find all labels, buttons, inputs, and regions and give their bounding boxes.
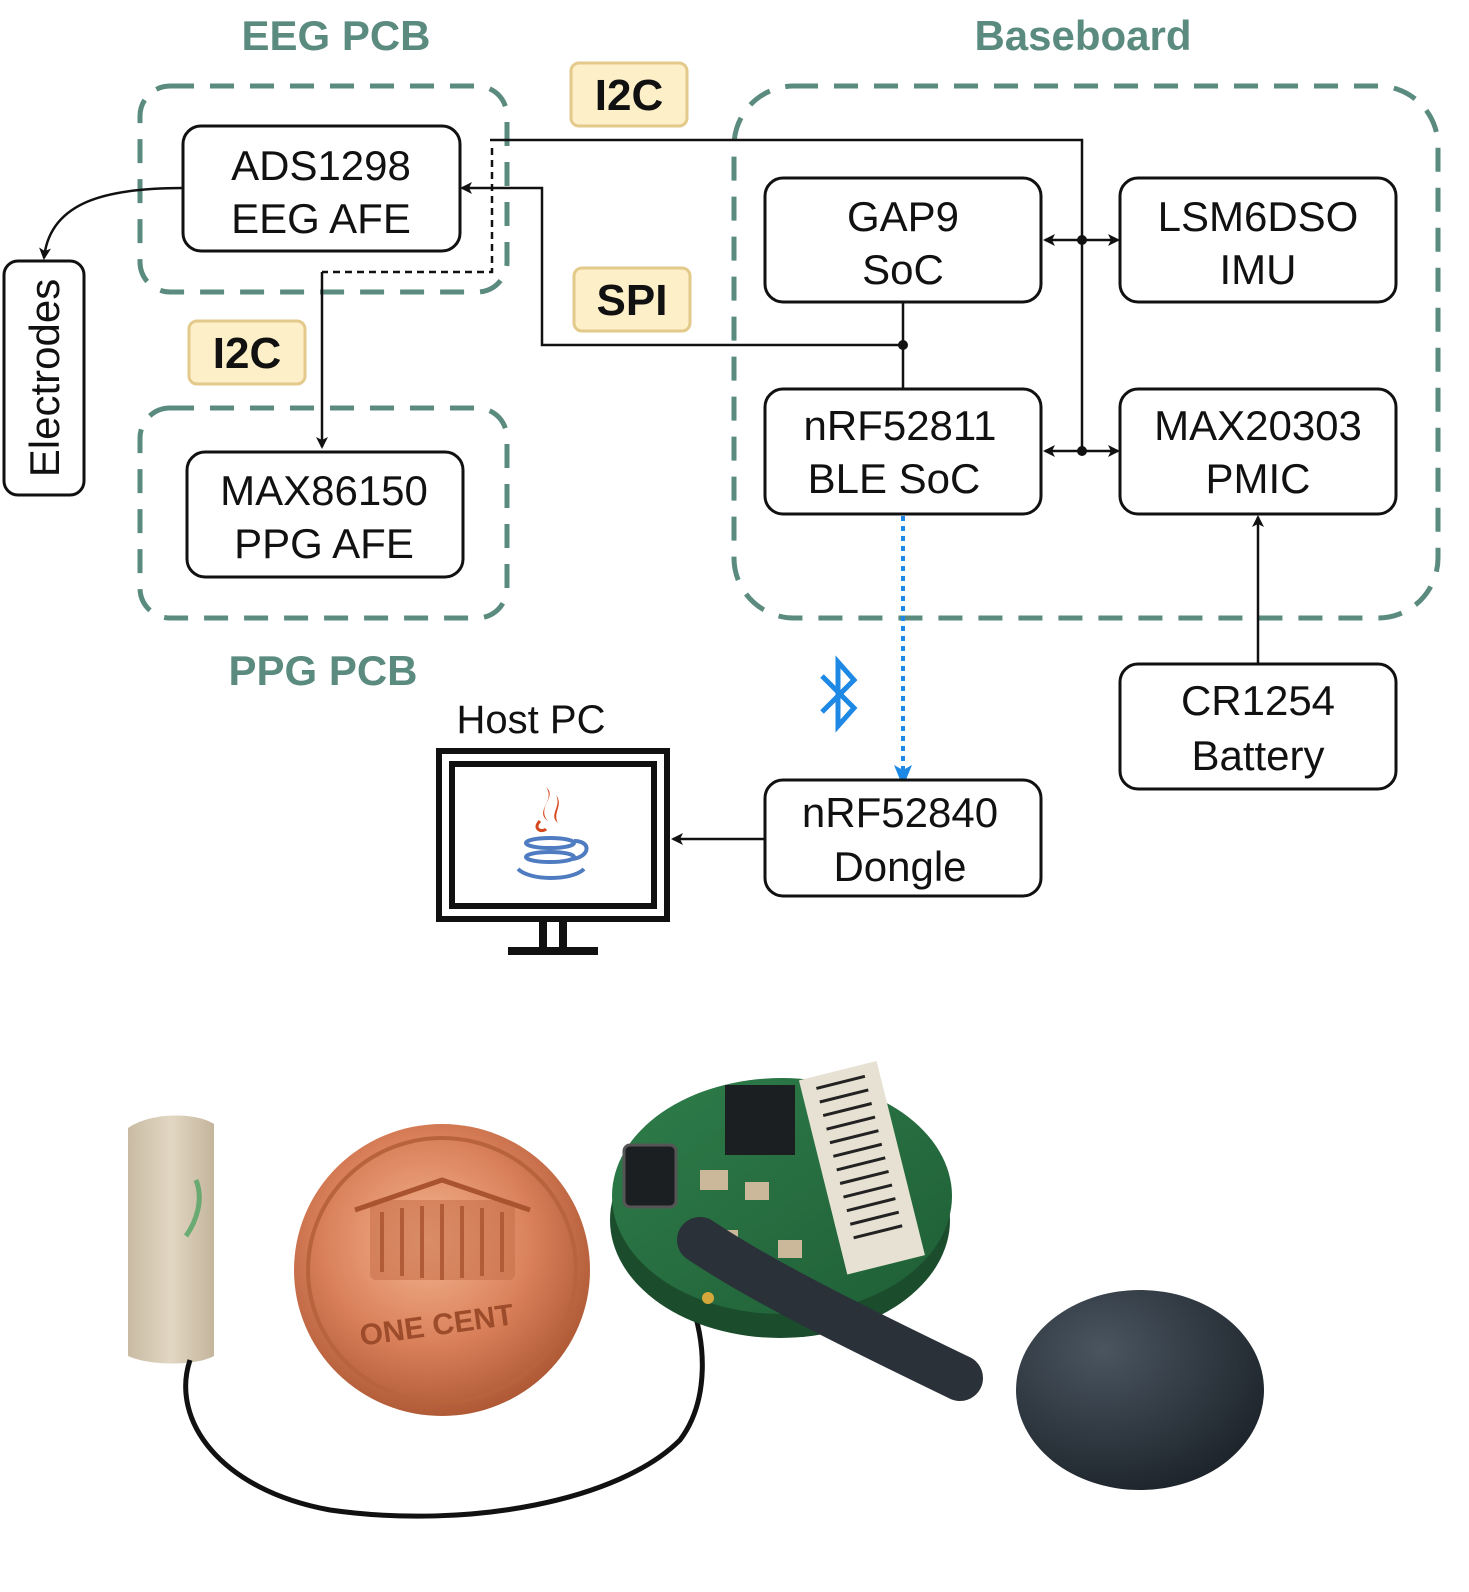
lsm6dso-line1: LSM6DSO	[1158, 193, 1359, 240]
ads1298-block: ADS1298 EEG AFE	[181, 124, 462, 253]
electrodes-block: Electrodes	[2, 259, 86, 497]
baseboard-title: Baseboard	[974, 12, 1191, 59]
nrf52811-block: nRF52811 BLE SoC	[763, 387, 1043, 516]
ppg-pcb-title: PPG PCB	[228, 647, 417, 694]
penny-coin: ONE CENT	[294, 1124, 590, 1416]
junction-dot	[1077, 446, 1087, 456]
electrodes-arrow-line	[39, 186, 184, 260]
i2c-top-badge: I2C	[569, 61, 689, 128]
bluetooth-icon	[820, 655, 858, 733]
electrodes-label: Electrodes	[21, 279, 68, 477]
ppg-pcb-region	[137, 405, 510, 621]
max20303-line1: MAX20303	[1154, 402, 1362, 449]
fpc-connector	[798, 1061, 925, 1275]
ads1298-line1: ADS1298	[231, 142, 411, 189]
gap9-block: GAP9 SoC	[763, 176, 1043, 304]
i2c-left-badge: I2C	[187, 319, 307, 386]
cr1254-block: CR1254 Battery	[1118, 662, 1398, 791]
junction-dot	[1077, 235, 1087, 245]
max86150-block: MAX86150 PPG AFE	[185, 450, 465, 579]
ppg-cable	[677, 1217, 983, 1401]
ads1298-line2: EEG AFE	[231, 195, 411, 242]
i2c-dashed-line	[322, 148, 494, 274]
nrf52811-line1: nRF52811	[803, 402, 996, 449]
gap9-line1: GAP9	[847, 193, 959, 240]
spi-line	[460, 182, 903, 347]
spi-label: SPI	[597, 276, 668, 325]
junction-dot	[898, 340, 908, 350]
nrf52840-line2: Dongle	[833, 843, 966, 890]
max86150-line1: MAX86150	[220, 467, 428, 514]
cr1254-line2: Battery	[1191, 732, 1324, 779]
monitor-icon	[436, 748, 670, 955]
host-pc-label: Host PC	[457, 698, 606, 742]
lsm6dso-block: LSM6DSO IMU	[1118, 176, 1398, 304]
max86150-line2: PPG AFE	[234, 520, 414, 567]
nrf52840-block: nRF52840 Dongle	[763, 778, 1043, 898]
max20303-line2: PMIC	[1206, 455, 1311, 502]
cr1254-line1: CR1254	[1181, 677, 1335, 724]
electrode-tape	[128, 1115, 214, 1364]
eeg-pcb-title: EEG PCB	[241, 12, 430, 59]
i2c-bus-line	[490, 138, 1084, 451]
i2c-left-label: I2C	[213, 329, 281, 378]
max20303-block: MAX20303 PMIC	[1118, 387, 1398, 516]
lsm6dso-line2: IMU	[1220, 246, 1297, 293]
ppg-sensor-pad	[1016, 1290, 1264, 1490]
electrode-wire	[183, 1299, 705, 1519]
baseboard-region	[731, 83, 1441, 621]
spi-badge: SPI	[572, 266, 692, 333]
device-photo: ONE CENT	[128, 1061, 1264, 1519]
nrf52840-line1: nRF52840	[802, 789, 998, 836]
i2c-top-label: I2C	[595, 71, 663, 120]
java-logo-icon	[516, 787, 589, 880]
nrf52811-line2: BLE SoC	[808, 455, 981, 502]
gap9-line2: SoC	[862, 246, 944, 293]
